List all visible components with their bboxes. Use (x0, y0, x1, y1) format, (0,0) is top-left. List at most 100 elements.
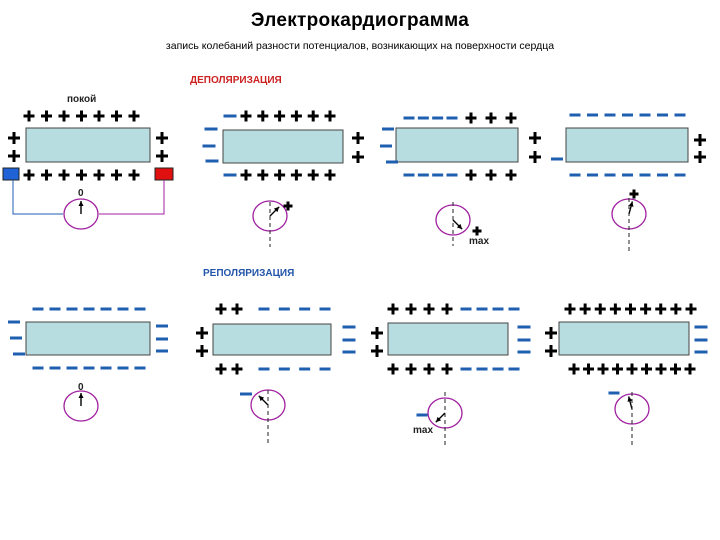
plus-sign (324, 110, 336, 122)
plus-sign (405, 363, 417, 375)
plus-sign (685, 303, 697, 315)
plus-sign (231, 303, 243, 315)
plus-sign (307, 169, 319, 181)
plus-sign (529, 132, 541, 144)
needle-arrowhead (435, 416, 442, 423)
needle-arrowhead (78, 393, 84, 398)
plus-sign (41, 110, 52, 122)
plus-sign (505, 169, 517, 181)
plus-sign (655, 363, 667, 375)
plus-sign (564, 303, 576, 315)
plus-sign (641, 363, 652, 375)
cell-rectangle (565, 127, 689, 163)
right-electrode (154, 167, 174, 181)
cell-rectangle (387, 322, 509, 356)
needle-arrowhead (456, 223, 463, 230)
galvanometer-dial (63, 198, 99, 230)
plus-sign (568, 363, 580, 375)
plus-sign (196, 345, 208, 357)
repolarization-label: РЕПОЛЯРИЗАЦИЯ (203, 268, 295, 279)
plus-sign (93, 110, 105, 122)
plus-sign (352, 132, 364, 144)
plus-sign (545, 327, 557, 339)
plus-sign (545, 345, 557, 357)
plus-sign (23, 110, 35, 122)
plus-sign (594, 303, 606, 315)
plus-sign (485, 112, 497, 124)
cell-rectangle (25, 127, 151, 163)
plus-sign (8, 132, 20, 144)
galvanometer-dial (63, 390, 99, 422)
plus-sign (612, 363, 623, 375)
needle-arrowhead (78, 201, 84, 206)
left-electrode (2, 167, 20, 181)
plus-sign (387, 363, 399, 375)
cell-rectangle (395, 127, 519, 163)
plus-sign (505, 112, 517, 124)
plus-sign (670, 303, 682, 315)
plus-sign (609, 303, 621, 315)
plus-sign (23, 169, 35, 181)
plus-sign (156, 150, 168, 162)
plus-sign (579, 303, 591, 315)
plus-sign (465, 112, 477, 124)
plus-sign (423, 303, 435, 315)
page-subtitle: запись колебаний разности потенциалов, в… (165, 40, 555, 52)
plus-sign (583, 363, 594, 375)
plus-sign (290, 169, 302, 181)
plus-sign (196, 327, 208, 339)
plus-sign (290, 110, 302, 122)
plus-sign (274, 110, 286, 122)
plus-sign (670, 363, 681, 375)
plus-sign (76, 169, 87, 181)
plus-sign (684, 363, 696, 375)
plus-sign (8, 150, 20, 162)
lead-wire-left (12, 180, 63, 215)
plus-sign (257, 169, 269, 181)
plus-sign (441, 303, 453, 315)
plus-sign (111, 169, 122, 181)
plus-sign (465, 169, 477, 181)
plus-sign (485, 169, 497, 181)
plus-sign (93, 169, 105, 181)
rest-label: покой (67, 94, 97, 105)
plus-sign (694, 151, 706, 163)
plus-sign (41, 169, 52, 181)
plus-sign (629, 189, 639, 199)
max-label-repolarization: max (413, 425, 434, 436)
depolarization-label: ДЕПОЛЯРИЗАЦИЯ (190, 75, 282, 86)
needle-arrowhead (258, 395, 265, 402)
zero-label-depolarization: 0 (78, 188, 84, 199)
plus-sign (240, 110, 252, 122)
page-title: Электрокардиограмма (250, 10, 470, 31)
plus-sign (597, 363, 609, 375)
plus-sign (472, 226, 482, 236)
plus-sign (694, 134, 706, 146)
plus-sign (423, 363, 435, 375)
plus-sign (58, 110, 70, 122)
cell-rectangle (25, 321, 151, 356)
plus-sign (231, 363, 243, 375)
cell-rectangle (212, 323, 332, 356)
plus-sign (626, 363, 638, 375)
plus-sign (128, 169, 140, 181)
plus-sign (111, 110, 122, 122)
plus-sign (128, 110, 140, 122)
plus-sign (215, 363, 227, 375)
plus-sign (274, 169, 286, 181)
cell-rectangle (558, 321, 690, 356)
plus-sign (324, 169, 336, 181)
plus-sign (257, 110, 269, 122)
plus-sign (283, 201, 293, 211)
cell-rectangle (222, 129, 344, 164)
plus-sign (352, 151, 364, 163)
needle-arrowhead (627, 396, 633, 402)
zero-label-repolarization: 0 (78, 382, 84, 393)
plus-sign (307, 110, 319, 122)
plus-sign (387, 303, 399, 315)
plus-sign (76, 110, 87, 122)
plus-sign (371, 345, 383, 357)
max-label-depolarization: max (469, 236, 490, 247)
plus-sign (625, 303, 636, 315)
